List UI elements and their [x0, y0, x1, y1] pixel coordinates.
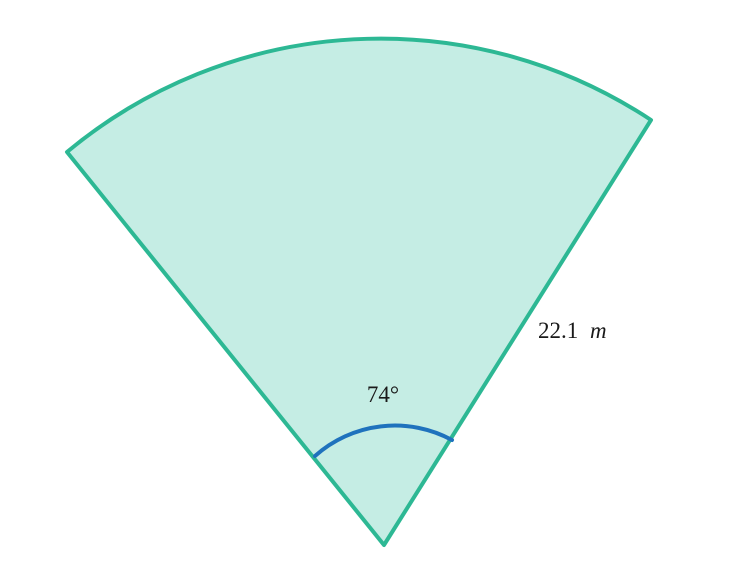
- radius-unit: m: [590, 318, 607, 343]
- radius-label: 22.1 m: [538, 318, 607, 343]
- angle-arc: [313, 423, 454, 458]
- sector-shape: [65, 36, 653, 547]
- angle-label: 74°: [367, 382, 399, 407]
- radius-value: 22.1: [538, 318, 578, 343]
